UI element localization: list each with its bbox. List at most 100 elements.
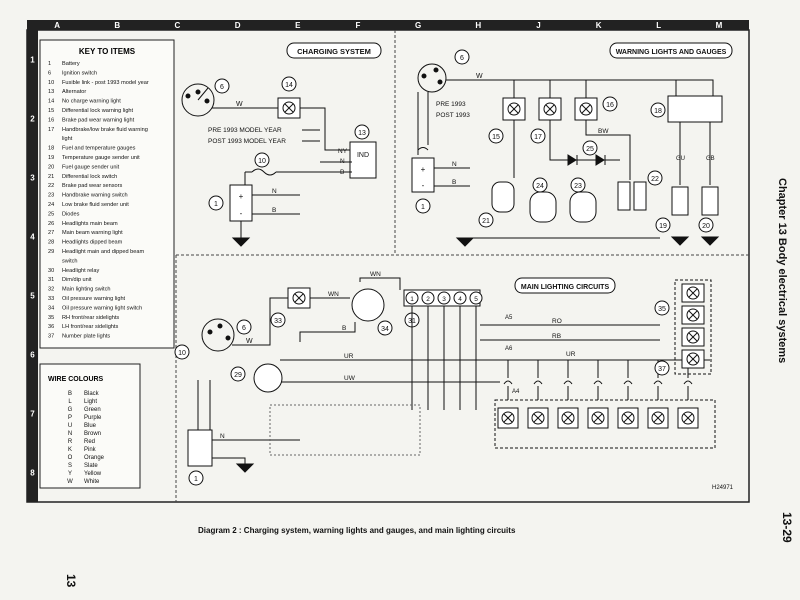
ignition-switch-6c [201, 318, 235, 352]
sidelight-bulb [686, 308, 700, 322]
key-item-number: 19 [48, 155, 54, 161]
key-item-label: Ignition switch [62, 70, 97, 76]
grid-column-label: A [54, 21, 60, 30]
key-item-number: 26 [48, 221, 54, 227]
chapter-title: Chapter 13 Body electrical systems [776, 178, 788, 364]
key-item-label: Differential lock warning light [62, 108, 134, 114]
lamp-cross [683, 413, 693, 423]
lamp-cross [503, 413, 513, 423]
callout-22-label: 22 [651, 176, 659, 183]
diode [567, 154, 577, 166]
key-item-number: 16 [48, 117, 54, 123]
pre1993-label: PRE 1993 MODEL YEAR [208, 127, 282, 134]
ign-contact [204, 98, 210, 104]
wire-colour-code: W [67, 479, 73, 485]
dimdip-terminal [421, 291, 435, 305]
callout-1b-label: 1 [421, 204, 425, 211]
wire-ny-label: NY [338, 148, 348, 155]
key-item-number: 18 [48, 146, 54, 152]
earth-symbol [455, 237, 475, 247]
lamp-14 [282, 101, 296, 115]
dimdip-terminal-number: 2 [426, 296, 430, 303]
wire-w-lighting [232, 297, 290, 346]
lamp-bulb [621, 411, 635, 425]
key-item-label: LH front/rear sidelights [62, 324, 118, 330]
lamp-cross [688, 310, 698, 320]
grid-column-label: J [536, 21, 540, 30]
wire-n-label-b: N [452, 161, 457, 168]
callout-19-label: 19 [659, 223, 667, 230]
sidelight-bulb [686, 330, 700, 344]
key-item-number: 6 [48, 70, 51, 76]
earth-symbol [231, 237, 251, 247]
switch-23 [569, 191, 597, 223]
diagram-caption: Diagram 2 : Charging system, warning lig… [198, 526, 516, 535]
key-item-label: Brake pad wear sensors [62, 183, 123, 189]
wire-b-label-c: B [342, 325, 346, 332]
callout-6-label: 6 [220, 84, 224, 91]
key-item-label: Oil pressure warning light [62, 296, 126, 302]
grid-row-label: 7 [30, 410, 35, 419]
key-item-number: 35 [48, 315, 54, 321]
callout-37 [654, 360, 670, 376]
temp-sender-19 [671, 186, 689, 216]
ign-arm [197, 87, 209, 101]
ignition-switch-6b [417, 63, 447, 93]
wire-colour-code: K [68, 447, 72, 453]
wire [299, 322, 356, 342]
ign-contact [185, 93, 191, 99]
key-item-label: switch [62, 258, 78, 264]
wire-colour-name: Purple [84, 415, 102, 421]
ign-contact [225, 335, 231, 341]
key-item-label: Battery [62, 61, 80, 67]
wire [212, 457, 246, 464]
callout-23-label: 23 [574, 183, 582, 190]
key-title: KEY TO ITEMS [79, 47, 136, 56]
alternator-ind-label: IND [357, 152, 369, 159]
callout-33-label: 33 [274, 318, 282, 325]
wire-b-label-b: B [452, 179, 456, 186]
grid-row-label: 5 [30, 292, 35, 301]
callout-16-label: 16 [606, 102, 614, 109]
callout-10c-label: 10 [178, 350, 186, 357]
wire-colour-name: Pink [84, 447, 97, 453]
lamp-16 [574, 97, 598, 121]
grid-row-label: 3 [30, 174, 35, 183]
grid-row-label: 4 [30, 233, 35, 242]
wire-colour-name: Orange [84, 455, 105, 461]
grid-row-label: 2 [30, 115, 35, 124]
wire-ur-label: UR [344, 353, 354, 360]
key-item-label: Diodes [62, 211, 80, 217]
ign-contact [433, 67, 439, 73]
key-item-number: 32 [48, 287, 54, 293]
sidelight-stack [674, 279, 712, 375]
fuse [593, 380, 603, 385]
key-item-number: 31 [48, 277, 54, 283]
fuse-a6-label: A6 [505, 346, 513, 352]
key-item-label: Main beam warning light [62, 230, 123, 236]
fuse-a5-label: A5 [505, 315, 513, 321]
key-item-label: Oil pressure warning light switch [62, 305, 142, 311]
key-item-number: 28 [48, 240, 54, 246]
key-item-label: Headlight main and dipped beam [62, 249, 144, 255]
key-item-label: Low brake fluid sender unit [62, 202, 129, 208]
fusible-link-10 [251, 168, 277, 176]
key-item-label: Alternator [62, 89, 86, 95]
callout-17-label: 17 [534, 134, 542, 141]
battery-1b [411, 157, 435, 193]
lamp-bulb [531, 411, 545, 425]
key-item-number: 1 [48, 61, 51, 67]
lamp-bulb [591, 411, 605, 425]
wire-colour-code: Y [68, 471, 72, 477]
lamp-cross [563, 413, 573, 423]
callout-37-label: 37 [658, 366, 666, 373]
callout-35-label: 35 [658, 306, 666, 313]
wire-colour-name: Yellow [84, 471, 102, 477]
fuse-a4-label: A4 [512, 389, 520, 395]
key-item-number: 21 [48, 174, 54, 180]
page-number: 13-29 [780, 512, 794, 543]
wire-colour-code: U [68, 423, 72, 429]
